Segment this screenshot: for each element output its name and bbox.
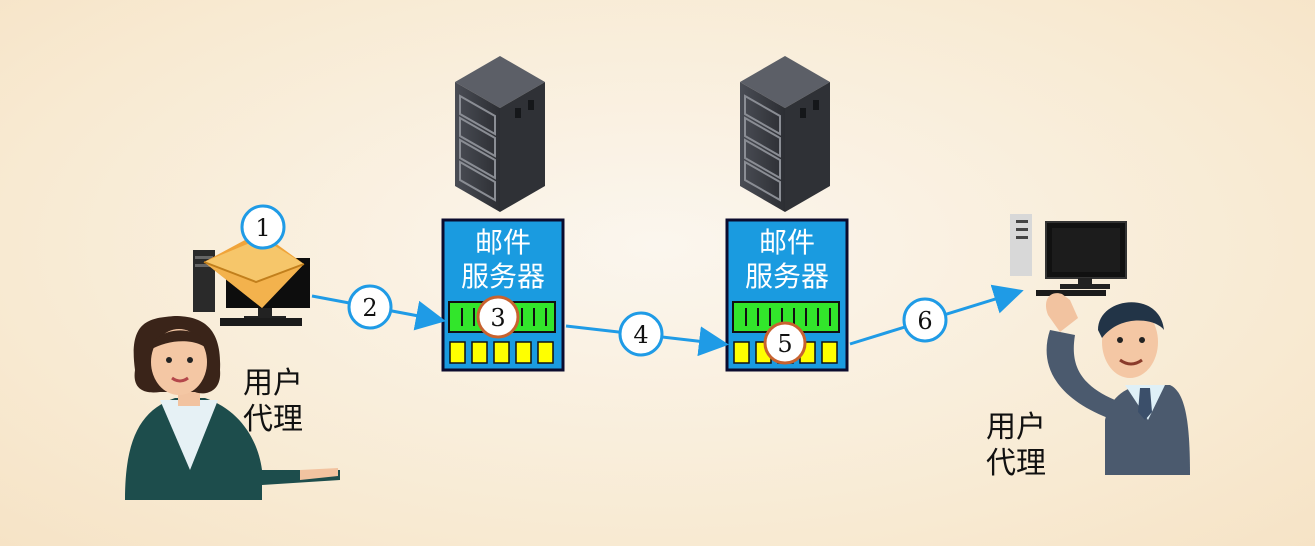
step-2-marker: 2 bbox=[347, 284, 393, 330]
step-4-marker: 4 bbox=[618, 311, 664, 357]
server2-label: 邮件 服务器 bbox=[729, 226, 845, 294]
step-6-marker: 6 bbox=[902, 297, 948, 343]
left-agent-label: 用户 代理 bbox=[243, 366, 303, 438]
step-3-marker: 3 bbox=[476, 295, 520, 339]
server-rack-1-icon bbox=[455, 56, 545, 212]
server1-label-line2: 服务器 bbox=[460, 260, 545, 293]
receiver-person-icon bbox=[1045, 293, 1190, 475]
svg-text:3: 3 bbox=[490, 304, 505, 332]
svg-text:6: 6 bbox=[917, 307, 932, 335]
left-agent-label-line2: 代理 bbox=[243, 402, 303, 437]
mailbox-slots bbox=[449, 341, 554, 364]
server1-label: 邮件 服务器 bbox=[445, 226, 561, 294]
right-agent-label: 用户 代理 bbox=[986, 410, 1046, 482]
sender-person-icon bbox=[125, 316, 340, 500]
left-agent-label-line1: 用户 bbox=[243, 366, 303, 401]
envelope-icon bbox=[203, 232, 305, 308]
receiver-computer-icon bbox=[1010, 214, 1127, 296]
right-agent-label-line1: 用户 bbox=[986, 410, 1046, 445]
server2-label-line1: 邮件 bbox=[758, 226, 815, 259]
step-1-marker: 1 bbox=[240, 204, 286, 250]
svg-text:4: 4 bbox=[633, 321, 648, 349]
right-agent-label-line2: 代理 bbox=[986, 446, 1046, 481]
server1-label-line1: 邮件 bbox=[474, 226, 531, 259]
server2-label-line2: 服务器 bbox=[744, 260, 829, 293]
step-markers: 1 2 3 4 5 6 bbox=[240, 204, 948, 365]
svg-text:2: 2 bbox=[362, 294, 377, 322]
server-rack-2-icon bbox=[740, 56, 830, 212]
step-5-marker: 5 bbox=[763, 321, 807, 365]
svg-text:5: 5 bbox=[777, 330, 792, 358]
svg-text:1: 1 bbox=[255, 214, 270, 242]
